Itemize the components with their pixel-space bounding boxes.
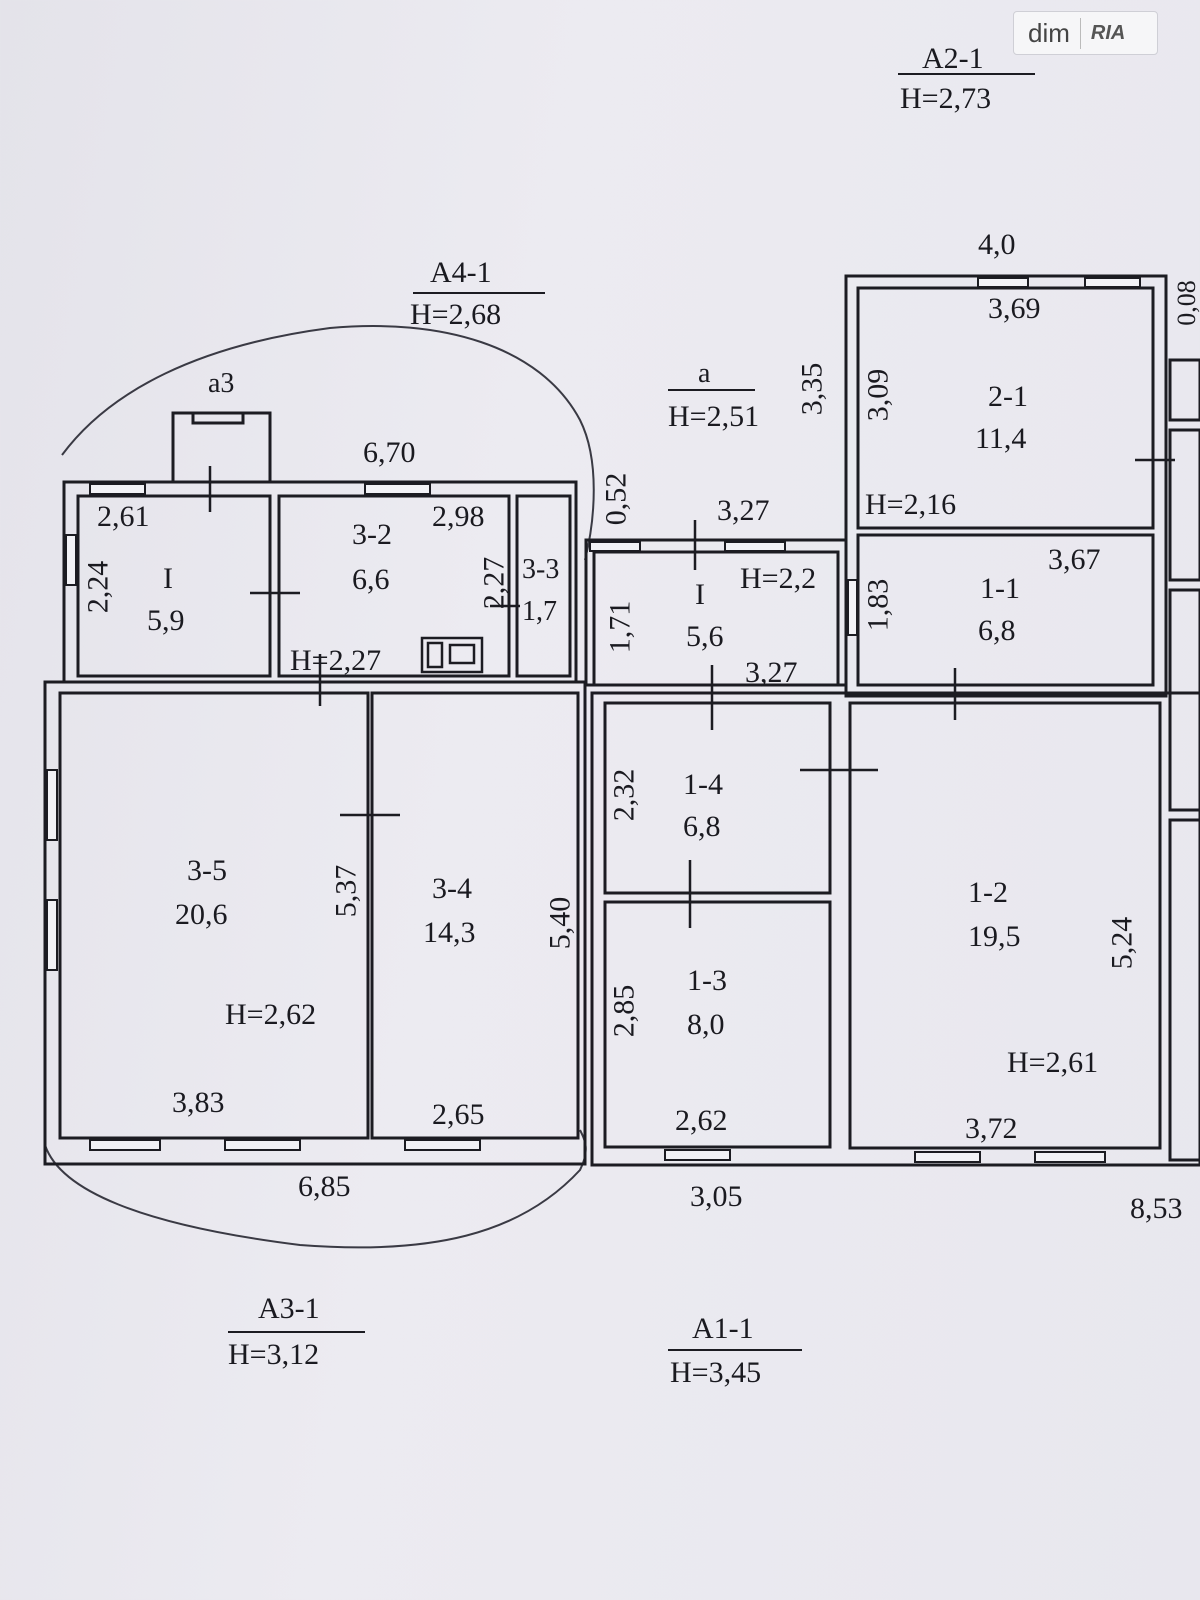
room-1-1-id: 1-1 [980, 572, 1020, 605]
room-3-5-id: 3-5 [187, 854, 227, 887]
room-I-mid-area: 5,6 [686, 620, 724, 653]
height-label-2-27: H=2,27 [290, 644, 382, 677]
doors [208, 458, 1175, 928]
section-a3-small-name: а3 [208, 368, 235, 399]
dim-3-27-top: 3,27 [717, 494, 770, 527]
room-1-4-area: 6,8 [683, 810, 721, 843]
title-underlines [228, 73, 1035, 1351]
stove-symbol [420, 636, 484, 674]
room-1-1-area: 6,8 [978, 614, 1016, 647]
room-3-4-area: 14,3 [423, 916, 476, 949]
dim-5-40: 5,40 [543, 896, 577, 950]
section-a1-height: H=3,45 [670, 1356, 762, 1389]
room-3-3-area: 1,7 [522, 596, 557, 627]
section-a2-name: А2-1 [922, 42, 984, 75]
dim-2-62: 2,62 [675, 1104, 728, 1137]
dim-2-98: 2,98 [432, 500, 485, 533]
dim-2-24: 2,24 [81, 560, 115, 614]
dim-3-69: 3,69 [988, 292, 1041, 325]
room-3-3-id: 3-3 [522, 554, 560, 585]
dim-1-83: 1,83 [861, 578, 895, 632]
dim-5-24: 5,24 [1105, 916, 1139, 970]
room-1-3-area: 8,0 [687, 1008, 725, 1041]
section-a-name: а [698, 358, 711, 389]
section-a2-height: H=2,73 [900, 82, 992, 115]
hand-drawn-outline [44, 325, 595, 1249]
dim-0-08: 0,08 [1171, 280, 1200, 326]
room-3-2-area: 6,6 [352, 563, 390, 596]
height-label-2-16: H=2,16 [865, 488, 957, 521]
room-I-left-area: 5,9 [147, 604, 185, 637]
windows [46, 277, 1141, 1163]
dim-0-52: 0,52 [599, 472, 633, 526]
section-a4-name: А4-1 [430, 256, 492, 289]
watermark-ria: RIA [1090, 21, 1126, 44]
dim-2-65: 2,65 [432, 1098, 485, 1131]
room-3-5-area: 20,6 [175, 898, 228, 931]
room-2-1-id: 2-1 [988, 380, 1028, 413]
section-a4-height: H=2,68 [410, 298, 502, 331]
room-1-3-id: 1-3 [687, 964, 727, 997]
room-3-4-id: 3-4 [432, 872, 472, 905]
dim-2-32: 2,32 [607, 768, 641, 822]
dim-3-05: 3,05 [690, 1180, 743, 1213]
dimria-watermark: dim RIA [1013, 11, 1158, 55]
watermark-dim: dim [1014, 17, 1081, 49]
dim-3-09: 3,09 [861, 368, 895, 422]
dim-1-71: 1,71 [603, 600, 637, 654]
dim-6-85: 6,85 [298, 1170, 351, 1203]
dim-4-0: 4,0 [978, 228, 1016, 261]
room-1-4-id: 1-4 [683, 768, 723, 801]
section-a1-name: А1-1 [692, 1312, 754, 1345]
height-label-2-2: H=2,2 [740, 562, 817, 595]
dim-6-70: 6,70 [363, 436, 416, 469]
dim-8-53: 8,53 [1130, 1192, 1183, 1225]
dim-2-85: 2,85 [607, 984, 641, 1038]
room-I-left-id: I [163, 562, 173, 595]
walls [43, 274, 1200, 1167]
section-a3-height: H=3,12 [228, 1338, 320, 1371]
room-1-2-area: 19,5 [968, 920, 1021, 953]
dim-3-35: 3,35 [795, 362, 829, 416]
dim-2-61: 2,61 [97, 500, 150, 533]
dim-2-27-vertical: 2,27 [477, 556, 511, 610]
room-3-2-id: 3-2 [352, 518, 392, 551]
section-a3-name: А3-1 [258, 1292, 320, 1325]
dim-3-27-bottom: 3,27 [745, 656, 798, 689]
dim-3-72: 3,72 [965, 1112, 1018, 1145]
dim-3-83: 3,83 [172, 1086, 225, 1119]
section-a-height: H=2,51 [668, 400, 760, 433]
room-2-1-area: 11,4 [975, 422, 1027, 455]
height-label-2-61: H=2,61 [1007, 1046, 1099, 1079]
dim-5-37: 5,37 [329, 864, 363, 918]
height-label-2-62: H=2,62 [225, 998, 317, 1031]
room-I-mid-id: I [695, 578, 705, 611]
dim-3-67: 3,67 [1048, 543, 1101, 576]
room-1-2-id: 1-2 [968, 876, 1008, 909]
